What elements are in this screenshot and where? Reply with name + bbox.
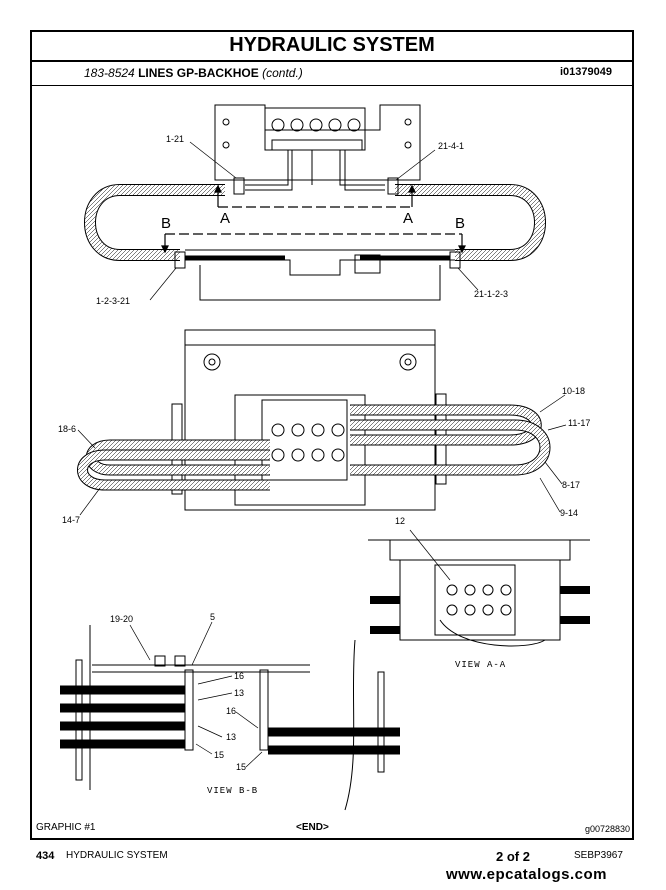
callout-1-2-3-21: 1-2-3-21 <box>96 296 131 306</box>
graphic-id: g00728830 <box>584 824 630 834</box>
section-b-right: B <box>455 215 466 232</box>
callout-19-20: 19-20 <box>110 614 134 624</box>
page-frame <box>30 30 634 840</box>
part-description: 183-8524 LINES GP-BACKHOE (contd.) <box>84 66 303 80</box>
callout-21-1-2-3: 21-1-2-3 <box>474 289 509 299</box>
callout-21-4-1: 21-4-1 <box>438 141 465 151</box>
callout-9-14: 9-14 <box>560 508 579 518</box>
leaders-top <box>149 141 479 301</box>
middle-assembly <box>171 329 447 511</box>
callout-13b: 13 <box>226 732 237 742</box>
view-aa-label: VIEW A-A <box>455 660 507 670</box>
callout-18-6: 18-6 <box>58 424 77 434</box>
callout-12: 12 <box>395 516 406 526</box>
callout-5: 5 <box>210 612 216 622</box>
leaders-middle <box>77 394 567 516</box>
section-arrows <box>161 184 466 254</box>
callout-15a: 15 <box>214 750 225 760</box>
end-marker: <END> <box>296 822 329 833</box>
doc-code: SEBP3967 <box>574 850 623 861</box>
callout-16a: 16 <box>234 671 245 681</box>
section-a-left: A <box>220 210 231 227</box>
top-assembly <box>84 104 546 301</box>
footer-section: HYDRAULIC SYSTEM <box>66 850 168 861</box>
illustration-id: i01379049 <box>560 66 612 78</box>
section-a-right: A <box>403 210 414 227</box>
callout-15b: 15 <box>236 762 247 772</box>
subtitle-bar: 183-8524 LINES GP-BACKHOE (contd.) i0137… <box>32 62 632 86</box>
callout-1-21: 1-21 <box>166 134 185 144</box>
page-count: 2 of 2 <box>496 849 530 864</box>
page-title: HYDRAULIC SYSTEM <box>30 30 634 62</box>
view-bb-label: VIEW B-B <box>207 786 259 796</box>
callout-11-17: 11-17 <box>568 418 591 428</box>
watermark-url: www.epcatalogs.com <box>446 866 607 883</box>
callout-14-7: 14-7 <box>62 515 81 525</box>
view-aa-drawing <box>368 529 590 647</box>
callout-16b: 16 <box>226 706 237 716</box>
callout-8-17: 8-17 <box>562 480 581 490</box>
view-bb-drawing <box>60 621 400 811</box>
part-number: 183-8524 <box>84 66 135 80</box>
page-number: 434 <box>36 850 55 862</box>
section-b-left: B <box>161 215 172 232</box>
part-name: LINES GP-BACKHOE <box>138 66 259 80</box>
graphic-label: GRAPHIC #1 <box>36 822 96 833</box>
middle-hoses <box>77 404 551 491</box>
section-lines <box>165 206 462 235</box>
contd-label: (contd.) <box>262 66 303 80</box>
callout-10-18: 10-18 <box>562 386 586 396</box>
callout-13a: 13 <box>234 688 245 698</box>
